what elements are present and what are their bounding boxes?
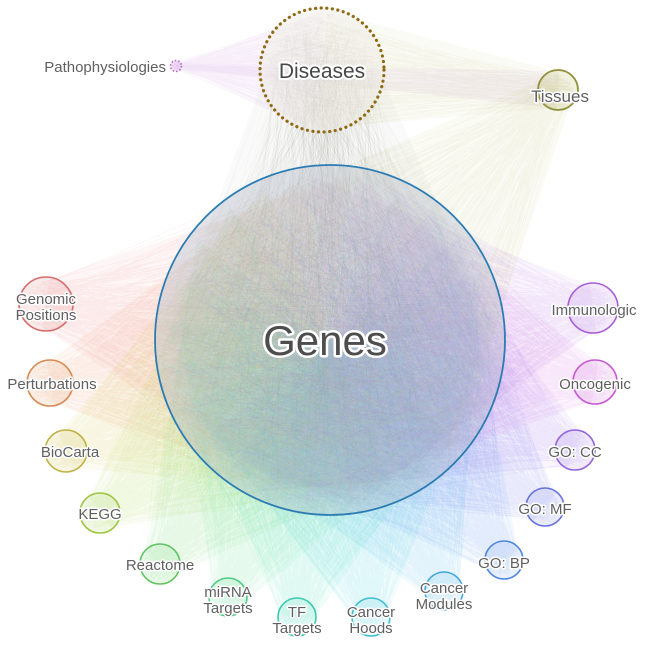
label-tf_targets: TF	[288, 604, 306, 621]
label-go_bp: GO: BP	[478, 555, 530, 572]
edge-wedge-cancer-hoods-genes	[165, 315, 495, 620]
label-kegg: KEGG	[78, 506, 121, 523]
edge-bundle-cancer-hoods-genes	[165, 178, 500, 633]
node-genes[interactable]	[154, 164, 506, 516]
edge-wedge-cancer-modules-genes	[178, 271, 482, 599]
label-immunologic: Immunologic	[551, 302, 637, 319]
node-biocarta[interactable]	[44, 429, 88, 473]
edge-bundle-kegg-genes	[83, 176, 496, 529]
edge-wedge-oncogenic-genes	[304, 175, 599, 505]
edge-wedge-mirna-targets-genes	[175, 278, 485, 604]
edge-wedge-tissues-genes	[207, 77, 572, 453]
edge-bundle-perturbations-genes	[31, 182, 487, 508]
node-immunologic[interactable]	[567, 282, 619, 334]
label-reactome: Reactome	[126, 557, 194, 574]
edge-bundle-oncogenic-genes	[164, 190, 614, 505]
node-cancer_modules[interactable]	[424, 571, 464, 611]
edge-wedges-layer	[42, 11, 599, 620]
node-go_bp[interactable]	[484, 540, 524, 580]
label-diseases: Diseases	[279, 60, 365, 83]
node-diseases[interactable]	[258, 6, 386, 134]
label-genomic_positions: Genomic	[16, 291, 77, 308]
label-tissues: Tissues	[531, 87, 589, 106]
label-cancer_hoods: Hoods	[349, 620, 392, 637]
label-mirna_targets: miRNA	[204, 584, 252, 601]
edge-bundle-immunologic-genes	[167, 172, 614, 507]
node-reactome[interactable]	[139, 543, 181, 585]
node-mirna_targets[interactable]	[208, 577, 248, 617]
edge-wedge-reactome-genes	[145, 239, 463, 575]
label-biocarta: BioCarta	[41, 444, 100, 461]
edge-bundle-go-bp-genes	[170, 175, 520, 576]
node-tf_targets[interactable]	[277, 597, 317, 637]
edge-wedge-genomic-positions-genes	[42, 175, 351, 505]
node-pathophysiologies[interactable]	[169, 59, 183, 73]
edge-wedge-tf-targets-genes	[164, 320, 496, 619]
node-perturbations[interactable]	[26, 359, 74, 407]
label-perturbations: Perturbations	[7, 376, 96, 393]
edge-bundle-cancer-modules-genes	[165, 179, 499, 607]
edge-wedge-go-mf-genes	[228, 208, 556, 521]
label-cancer_modules: Modules	[416, 596, 473, 613]
label-genes: Genes	[263, 317, 387, 364]
edge-wedge-go-cc-genes	[261, 188, 583, 492]
node-tissues[interactable]	[537, 69, 579, 111]
edge-bundle-tissues-genes	[164, 73, 575, 506]
label-go_mf: GO: MF	[518, 501, 571, 518]
node-genomic_positions[interactable]	[18, 276, 74, 332]
edge-wedge-perturbations-genes	[46, 175, 356, 505]
nodes-layer	[18, 6, 619, 637]
edge-bundle-go-cc-genes	[173, 180, 590, 501]
label-mirna_targets: Targets	[203, 600, 252, 617]
node-oncogenic[interactable]	[572, 359, 618, 405]
label-cancer_modules: Cancer	[420, 580, 468, 597]
node-cancer_hoods[interactable]	[351, 597, 391, 637]
edge-wedge-immunologic-genes	[309, 175, 596, 505]
label-tf_targets: Targets	[272, 620, 321, 637]
edge-wedge-biocarta-genes	[58, 186, 395, 494]
node-go_mf[interactable]	[525, 487, 565, 527]
node-go_cc[interactable]	[554, 429, 596, 471]
edge-wedge-go-bp-genes	[199, 236, 518, 571]
label-pathophysiologies: Pathophysiologies	[44, 59, 166, 76]
label-genomic_positions: Positions	[16, 307, 77, 324]
labels-layer: Genes Diseases PathophysiologiesTissuesGen…	[6, 58, 639, 639]
label-oncogenic: Oncogenic	[559, 376, 631, 393]
edge-bundle-genes-internal	[161, 173, 498, 510]
edge-bundle-tissues-diseases	[264, 14, 575, 130]
edge-bundle-go-mf-genes	[164, 181, 560, 523]
label-cancer_hoods: Cancer	[347, 604, 395, 621]
edge-bundle-genomic-positions-genes	[25, 174, 498, 510]
edge-bundle-tf-targets-genes	[175, 178, 488, 634]
edge-bundle-biocarta-genes	[49, 173, 496, 501]
node-kegg[interactable]	[79, 492, 121, 534]
edge-bundle-reactome-genes	[143, 178, 492, 581]
label-go_cc: GO: CC	[548, 444, 602, 461]
edge-bundle-diseases-genes	[166, 17, 500, 497]
edge-wedge-kegg-genes	[89, 207, 430, 528]
